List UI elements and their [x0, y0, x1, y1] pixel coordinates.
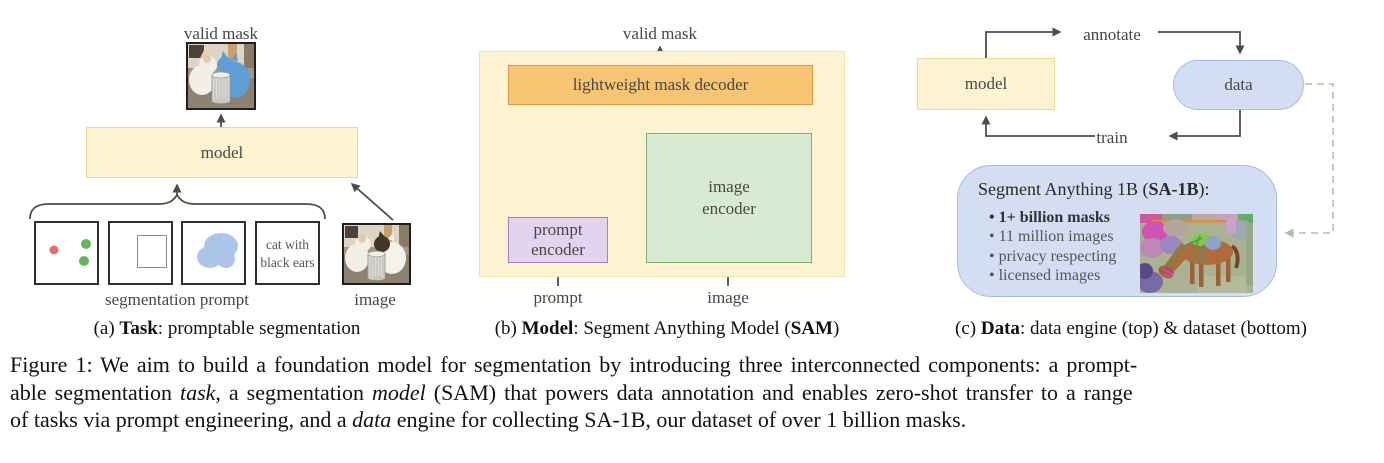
horse-segmentation-photo	[1137, 214, 1253, 293]
data-label: data	[1224, 75, 1253, 95]
figure-caption-line2: able segmentation task, a segmentation m…	[10, 379, 1378, 407]
figure-caption-line1: Figure 1: We aim to build a foundation m…	[10, 352, 1138, 377]
model-box-c: model	[917, 58, 1055, 110]
prompt-encoder-box: prompt encoder	[508, 217, 608, 263]
prompt-label: prompt	[533, 288, 583, 307]
sa1b-box: Segment Anything 1B (SA-1B): 1+ billion …	[957, 165, 1277, 297]
panel-b-caption: (b) Model: Segment Anything Model (SAM)	[467, 318, 867, 340]
panel-a-caption-bold: Task	[119, 318, 158, 339]
valid-mask-image	[186, 42, 256, 110]
panel-c-caption: (c) Data: data engine (top) & dataset (b…	[931, 318, 1331, 340]
train-label: train	[1096, 128, 1128, 147]
prompt-encoder-label-line2: encoder	[531, 240, 585, 259]
panel-a-caption-rest: : promptable segmentation	[157, 318, 361, 339]
valid-mask-label-a: valid mask	[183, 24, 259, 43]
segmentation-prompt-label: segmentation prompt	[104, 290, 249, 309]
input-image-photo	[344, 225, 409, 283]
sa1b-bullet-list: 1+ billion masks 11 million images priva…	[989, 208, 1139, 285]
caption-line2-text1: able segmentation	[10, 379, 180, 405]
panel-a-caption: (a) Task: promptable segmentation	[37, 318, 417, 340]
caption-line3-text1: of tasks via prompt engineering, and a	[10, 407, 353, 432]
bounding-box-glyph	[137, 235, 167, 268]
annotate-label: annotate	[1083, 25, 1141, 44]
panel-b-caption-rest1: : Segment Anything Model (	[573, 318, 791, 339]
mask-decoder-label: lightweight mask decoder	[572, 75, 749, 95]
panel-c-caption-bold: Data	[980, 318, 1020, 339]
box-prompt-box	[108, 221, 173, 285]
sa1b-bullet-3: privacy respecting	[989, 247, 1139, 266]
figure-caption: Figure 1: We aim to build a foundation m…	[10, 351, 1378, 434]
input-image-thumb	[342, 223, 411, 285]
image-label-a: image	[354, 290, 396, 309]
caption-line3-italic1: data	[352, 407, 392, 432]
caption-line3-text2: engine for collecting SA-1B, our dataset…	[391, 407, 967, 432]
image-encoder-label-line1: image	[708, 177, 750, 196]
valid-mask-photo	[188, 44, 254, 108]
panel-c-caption-index: (c)	[955, 318, 981, 339]
caption-line2-italic2: model	[371, 379, 426, 405]
image-encoder-box: image encoder	[646, 133, 812, 263]
prompt-encoder-label-line1: prompt	[533, 220, 583, 239]
sa1b-title-post: ):	[1198, 179, 1210, 199]
mask-blob	[197, 233, 238, 268]
sa1b-title-bold: SA-1B	[1148, 179, 1199, 199]
panel-b-caption-index: (b)	[494, 318, 522, 339]
mask-decoder-box: lightweight mask decoder	[508, 65, 813, 105]
sa1b-bullet-1: 1+ billion masks	[989, 208, 1139, 227]
sa1b-bullet-4: licensed images	[989, 266, 1139, 285]
figure-caption-line3: of tasks via prompt engineering, and a d…	[10, 406, 1378, 434]
sa1b-bullet-2: 11 million images	[989, 227, 1139, 246]
model-box-a: model	[86, 127, 358, 178]
caption-line2-italic1: task	[179, 379, 216, 405]
points-prompt-box	[34, 221, 99, 285]
caption-line2-text2: , a segmentation	[215, 379, 372, 405]
model-label-a: model	[200, 142, 244, 162]
sa1b-title-pre: Segment Anything 1B (	[978, 179, 1149, 199]
text-prompt-box: cat with black ears	[255, 221, 320, 285]
valid-mask-label-b: valid mask	[622, 24, 698, 43]
caption-line2-text3: (SAM) that powers data annotation and en…	[425, 379, 1133, 405]
image-encoder-label-line2: encoder	[702, 199, 756, 218]
sa1b-sample-image	[1137, 214, 1253, 293]
image-label-b: image	[707, 288, 749, 307]
panel-a-caption-index: (a)	[93, 318, 120, 339]
panel-b-caption-bold2: SAM	[790, 318, 833, 339]
mask-prompt-box	[181, 221, 246, 285]
model-label-c: model	[964, 74, 1008, 94]
sa1b-title: Segment Anything 1B (SA-1B):	[978, 179, 1210, 200]
panel-c-caption-rest: : data engine (top) & dataset (bottom)	[1019, 318, 1307, 339]
panel-b-caption-rest2: )	[832, 318, 840, 339]
panel-b-caption-bold: Model	[521, 318, 574, 339]
data-pill: data	[1173, 60, 1304, 110]
text-prompt: cat with black ears	[260, 237, 315, 270]
points-prompt-dots	[49, 239, 91, 266]
